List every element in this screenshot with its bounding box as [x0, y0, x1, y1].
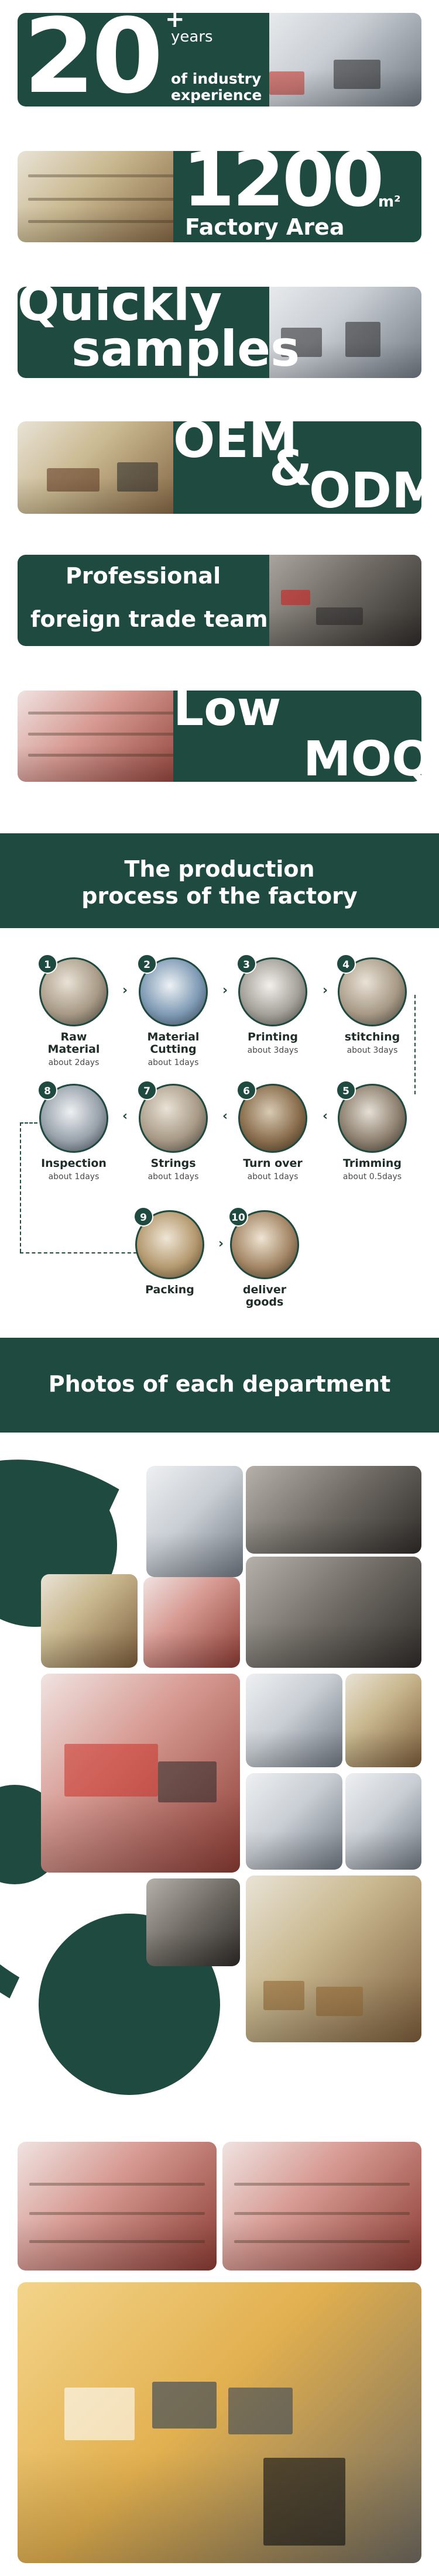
step-title: Raw Material — [47, 1031, 100, 1056]
trade-team-line-1: Professional — [66, 563, 221, 589]
factory-area-banner — [173, 151, 421, 242]
dept-photo-trays — [246, 1557, 421, 1668]
process-step-10: 10 deliver goods — [224, 1207, 306, 1311]
process-header: The production process of the factory — [0, 833, 439, 928]
process-step-7: 7 Strings about 1days — [132, 1080, 214, 1181]
showroom-photo-right — [222, 2142, 421, 2271]
dept-photo-press — [246, 1674, 342, 1767]
process-title-line-2: process of the factory — [81, 883, 358, 909]
oem-odm-banner — [173, 421, 421, 514]
step-duration: about 0.5days — [342, 1172, 402, 1181]
connector-right — [414, 995, 416, 1094]
years-number: 20 — [23, 0, 163, 116]
step-duration: about 3days — [347, 1046, 398, 1055]
moq-text: MOQ — [303, 731, 433, 787]
step-duration: about 2days — [48, 1058, 100, 1067]
low-moq-banner — [173, 691, 421, 782]
departments-title: Photos of each department — [48, 1371, 391, 1397]
step-title: Strings — [150, 1157, 196, 1170]
process-step-4: 4 stitching about 3days — [331, 954, 413, 1055]
dept-photo-tools — [146, 1878, 240, 1966]
office-team-photo — [18, 2282, 421, 2563]
dept-photo-cutter — [41, 1674, 240, 1873]
trade-team-photo — [246, 555, 421, 646]
ampersand-text: & — [269, 439, 313, 497]
arrow-7-8: ‹ — [122, 1109, 128, 1124]
trade-team-line-2: foreign trade team — [30, 606, 268, 632]
step-title: Material Cutting — [147, 1031, 200, 1056]
process-step-8: 8 Inspection about 1days — [33, 1080, 115, 1181]
departments-header: Photos of each department — [0, 1338, 439, 1433]
trade-team-banner — [18, 555, 269, 646]
arrow-5-6: ‹ — [323, 1109, 328, 1124]
samples-line-2: samples — [71, 320, 300, 377]
process-step-1: 1 Raw Material about 2days — [33, 954, 115, 1067]
years-label: years — [171, 28, 213, 46]
step-duration: about 1days — [148, 1172, 199, 1181]
factory-area-number: 1200 — [183, 136, 384, 224]
years-plus: + — [165, 6, 185, 33]
dept-photo-office — [246, 1773, 342, 1870]
samples-banner — [18, 287, 269, 378]
process-title-line-1: The production — [124, 856, 315, 882]
factory-area-caption: Factory Area — [185, 214, 345, 240]
dept-photo-storage — [345, 1674, 421, 1767]
step-title: Turn over — [243, 1157, 303, 1170]
factory-area-unit: m² — [378, 193, 401, 211]
dept-photo-machines — [146, 1466, 243, 1577]
dept-photo-printing — [143, 1577, 240, 1668]
arrow-3-4: › — [323, 983, 328, 998]
packing-photo — [135, 1210, 204, 1279]
step-title: Printing — [247, 1031, 299, 1043]
arrow-2-3: › — [222, 983, 228, 998]
step-title: Trimming — [343, 1157, 402, 1170]
process-step-2: 2 Material Cutting about 1days — [132, 954, 214, 1067]
sample-room-photo — [246, 287, 421, 378]
office-photo — [246, 13, 421, 107]
dept-photo-packing-hall — [246, 1876, 421, 2042]
connector-left — [20, 1122, 21, 1252]
showroom-photo — [18, 691, 193, 782]
connector-left-top — [20, 1122, 37, 1124]
step-duration: about 1days — [48, 1172, 100, 1181]
step-title: stitching — [344, 1031, 400, 1043]
years-label-2: of industry — [171, 70, 262, 87]
arrow-1-2: › — [122, 983, 128, 998]
dept-photo-boxes — [41, 1574, 138, 1668]
arrow-9-10: › — [218, 1237, 224, 1251]
process-step-9: 9 Packing — [129, 1207, 211, 1299]
odm-text: ODM — [309, 462, 439, 519]
years-label-3: experience — [171, 87, 262, 104]
step-title: deliver goods — [242, 1283, 287, 1308]
oem-text: OEM — [173, 411, 298, 469]
connector-left-bottom — [20, 1252, 137, 1253]
showroom-photo-left — [18, 2142, 217, 2271]
step-duration: about 3days — [247, 1046, 299, 1055]
process-step-5: 5 Trimming about 0.5days — [331, 1080, 413, 1181]
arrow-6-7: ‹ — [222, 1109, 228, 1124]
process-step-3: 3 Printing about 3days — [232, 954, 314, 1055]
low-text: Low — [173, 681, 282, 737]
dept-photo-workers — [246, 1466, 421, 1554]
step-title: Packing — [145, 1283, 194, 1296]
process-step-6: 6 Turn over about 1days — [232, 1080, 314, 1181]
samples-line-1: Quickly — [18, 274, 222, 332]
oem-team-photo — [18, 421, 193, 514]
years-banner — [18, 13, 269, 107]
warehouse-photo — [18, 151, 193, 242]
dept-photo-desk — [345, 1773, 421, 1870]
step-duration: about 1days — [148, 1058, 199, 1067]
step-title: Inspection — [41, 1157, 107, 1170]
step-duration: about 1days — [247, 1172, 299, 1181]
